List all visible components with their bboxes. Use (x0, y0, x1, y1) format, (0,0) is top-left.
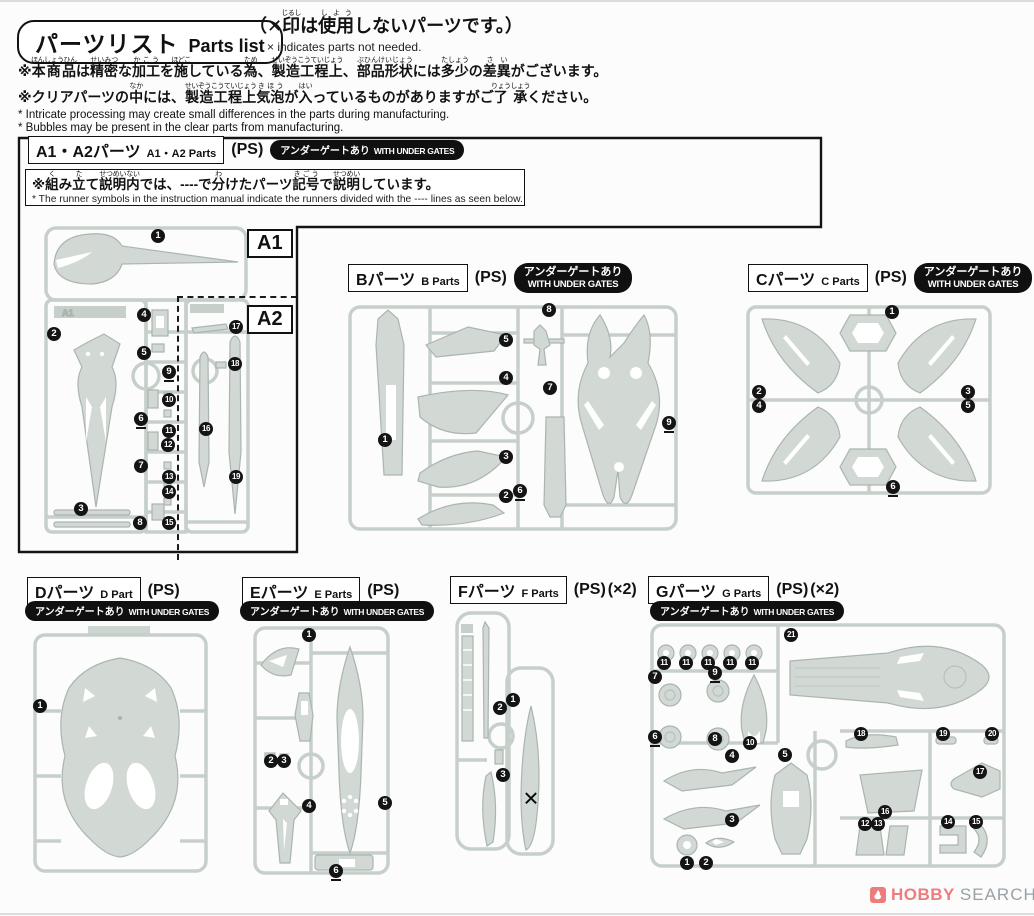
page-title: パーツリスト Parts list (17, 20, 283, 64)
runner-divider-dash-horizontal (177, 296, 297, 298)
section-g-multiplier: (×2) (810, 581, 840, 598)
runner-b-diagram (348, 305, 678, 531)
section-d-header: Dパーツ D Part (PS) (27, 577, 180, 605)
notice-en-1: * Intricate processing may create small … (18, 109, 450, 121)
runner-label-a2: A2 (247, 305, 293, 334)
part-shape-spearhead (789, 645, 990, 710)
section-label-b: Bパーツ B Parts (348, 264, 468, 292)
runner-frame (455, 611, 555, 856)
runner-d-diagram (33, 626, 208, 873)
page-title-jp: パーツリスト (35, 31, 179, 57)
part-shape-shield (60, 657, 180, 858)
svg-text:A1: A1 (62, 308, 74, 318)
watermark-brand2: SEARCH (959, 885, 1034, 904)
section-b-material: (PS) (474, 269, 507, 286)
part-shape-blade (228, 335, 242, 515)
runner-parts (60, 657, 180, 858)
manufacturing-notices: ※本商品ほんしょうひんは精密せいみつな加工かこうを施ほどこしている為ため、製造工… (18, 57, 607, 135)
section-a-label-jp: A1・A2パーツ (36, 144, 141, 161)
part-shape-jet (662, 766, 757, 792)
page-title-en: Parts list (188, 36, 265, 56)
section-label-d: Dパーツ D Part (27, 577, 141, 605)
section-f-material: (PS) (573, 581, 606, 598)
runner-divider-note-jp: ※組くみ立たて説明内せつめいないでは、----で分わけたパーツ記号きごうで説明せ… (32, 171, 440, 192)
section-e-material: (PS) (367, 582, 400, 599)
notice-jp-1: ※本商品ほんしょうひんは精密せいみつな加工かこうを施ほどこしている為ため、製造工… (18, 57, 608, 79)
section-c-material: (PS) (874, 269, 907, 286)
hobbysearch-logo-icon (870, 887, 886, 903)
section-a-material: (PS) (231, 141, 264, 158)
runner-f-diagram (455, 611, 555, 856)
runner-divider-note-en: * The runner symbols in the instruction … (32, 194, 523, 205)
runner-parts (260, 645, 374, 871)
runner-parts (761, 314, 977, 486)
scan-edge-top (0, 0, 1034, 2)
part-shape-rod (482, 620, 490, 739)
runner-divider-dash-vertical (177, 296, 179, 560)
runner-parts (657, 644, 1001, 858)
part-shape-head (577, 313, 661, 505)
section-g-material: (PS) (776, 581, 809, 598)
section-a-label-en: A1・A2 Parts (146, 148, 217, 160)
part-shape-blade (482, 770, 497, 847)
notice-en-2: * Bubbles may be present in the clear pa… (18, 122, 344, 134)
part-shape-vase (770, 762, 812, 855)
runner-divider-note: ※組くみ立たて説明内せつめいないでは、----で分わけたパーツ記号きごうで説明せ… (25, 169, 525, 206)
x-mark-note: （✕印じるしは使用しようしないパーツです。） × indicates parts… (249, 10, 523, 54)
section-label-a: A1・A2パーツ A1・A2 Parts (28, 136, 225, 164)
scan-edge-bottom (0, 913, 1034, 915)
section-d-material: (PS) (147, 582, 180, 599)
watermark: HOBBY SEARCH (870, 885, 1034, 905)
part-shape-blade (520, 705, 540, 851)
part-shape-blade (198, 351, 210, 488)
section-a-outline (17, 136, 823, 554)
section-label-g: Gパーツ G Parts (648, 576, 770, 604)
watermark-brand1: HOBBY (891, 885, 955, 904)
runner-tab (88, 626, 150, 635)
part-shape-cone (740, 673, 768, 744)
part-shape-domes (658, 679, 730, 751)
section-label-e: Eパーツ E Parts (242, 577, 361, 605)
part-shape-fork (53, 233, 239, 285)
section-f-header: Fパーツ F Parts (PS) (×2) (450, 576, 637, 604)
part-shape-spearhead (73, 333, 121, 508)
runner-a-diagram: A1 (44, 226, 250, 534)
section-label-c: Cパーツ C Parts (748, 264, 868, 292)
x-mark-note-en: × indicates parts not needed. (267, 40, 422, 54)
section-g-header: Gパーツ G Parts (PS) (×2) (648, 576, 839, 604)
part-shape-jet (662, 804, 761, 830)
runner-frame (33, 633, 208, 873)
x-mark-note-jp: （✕印じるしは使用しようしないパーツです。） (249, 10, 523, 36)
runner-e-diagram (253, 626, 390, 875)
section-f-multiplier: (×2) (607, 581, 637, 598)
runner-parts (461, 620, 540, 851)
notice-jp-2: ※クリアパーツの中なかには、製造工程上せいぞうこうていじょう気泡きほうが入はいっ… (18, 83, 598, 105)
section-label-f: Fパーツ F Parts (450, 576, 567, 604)
runner-parts: A1 (53, 233, 242, 528)
part-shape-knobs (657, 644, 763, 662)
runner-g-diagram (650, 623, 1006, 868)
part-shape-wing (417, 502, 506, 526)
section-e-header: Eパーツ E Parts (PS) (242, 577, 399, 605)
runner-label-a1: A1 (247, 229, 293, 258)
part-shape-wing (417, 389, 510, 435)
runner-c-diagram (746, 305, 992, 495)
